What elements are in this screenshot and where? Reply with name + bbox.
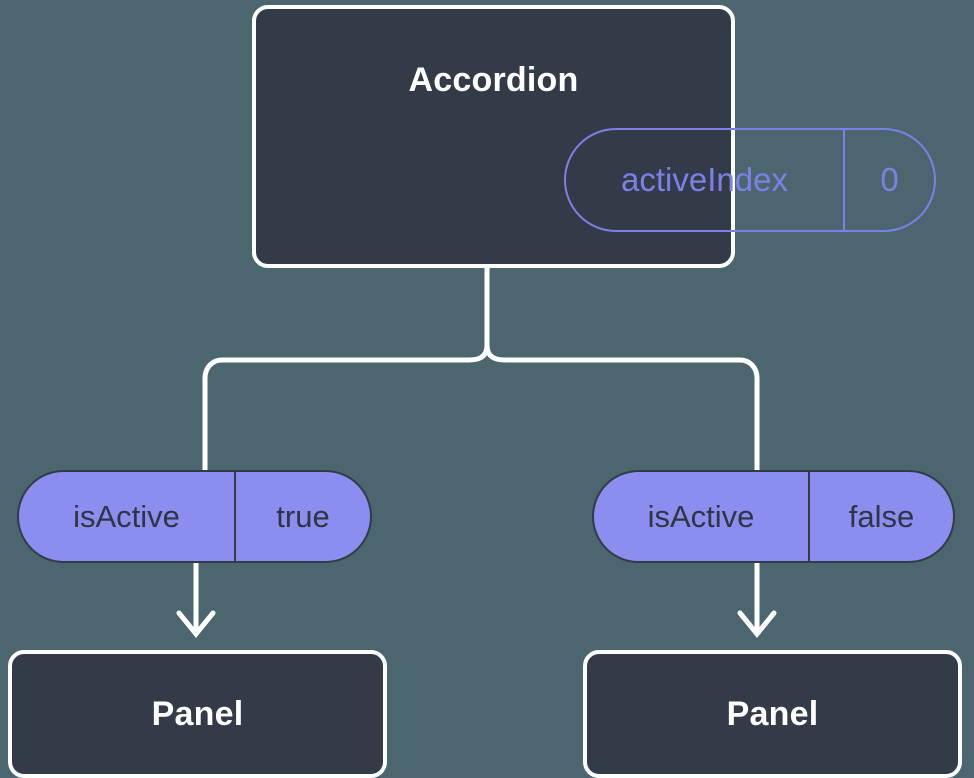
state-pill-value: 0 xyxy=(880,161,899,198)
prop-pill-key: isActive xyxy=(73,498,180,534)
prop-pill-divider xyxy=(808,472,810,561)
branch-wire-left xyxy=(202,344,490,470)
prop-pill-value: false xyxy=(848,498,915,534)
state-pill-divider xyxy=(843,130,845,230)
state-pill-active-index[interactable]: activeIndex 0 xyxy=(564,128,936,232)
prop-pill-divider xyxy=(234,472,236,561)
prop-pill-key: isActive xyxy=(647,498,755,534)
prop-pill-is-active-true[interactable]: isActive true xyxy=(17,470,372,563)
prop-pill-value: true xyxy=(276,498,330,534)
arrow-head-right xyxy=(737,610,777,638)
state-pill-key: activeIndex xyxy=(621,161,788,198)
accordion-node-label: Accordion xyxy=(408,61,579,99)
prop-pill-is-active-false[interactable]: isActive false xyxy=(592,470,955,563)
panel-node-left[interactable]: Panel xyxy=(8,650,387,778)
panel-node-right[interactable]: Panel xyxy=(583,650,962,778)
panel-node-label: Panel xyxy=(151,695,244,733)
panel-node-label: Panel xyxy=(726,695,819,733)
arrow-head-left xyxy=(176,610,216,638)
accordion-node[interactable]: Accordion activeIndex 0 xyxy=(252,5,936,268)
branch-wire-right xyxy=(484,344,760,470)
